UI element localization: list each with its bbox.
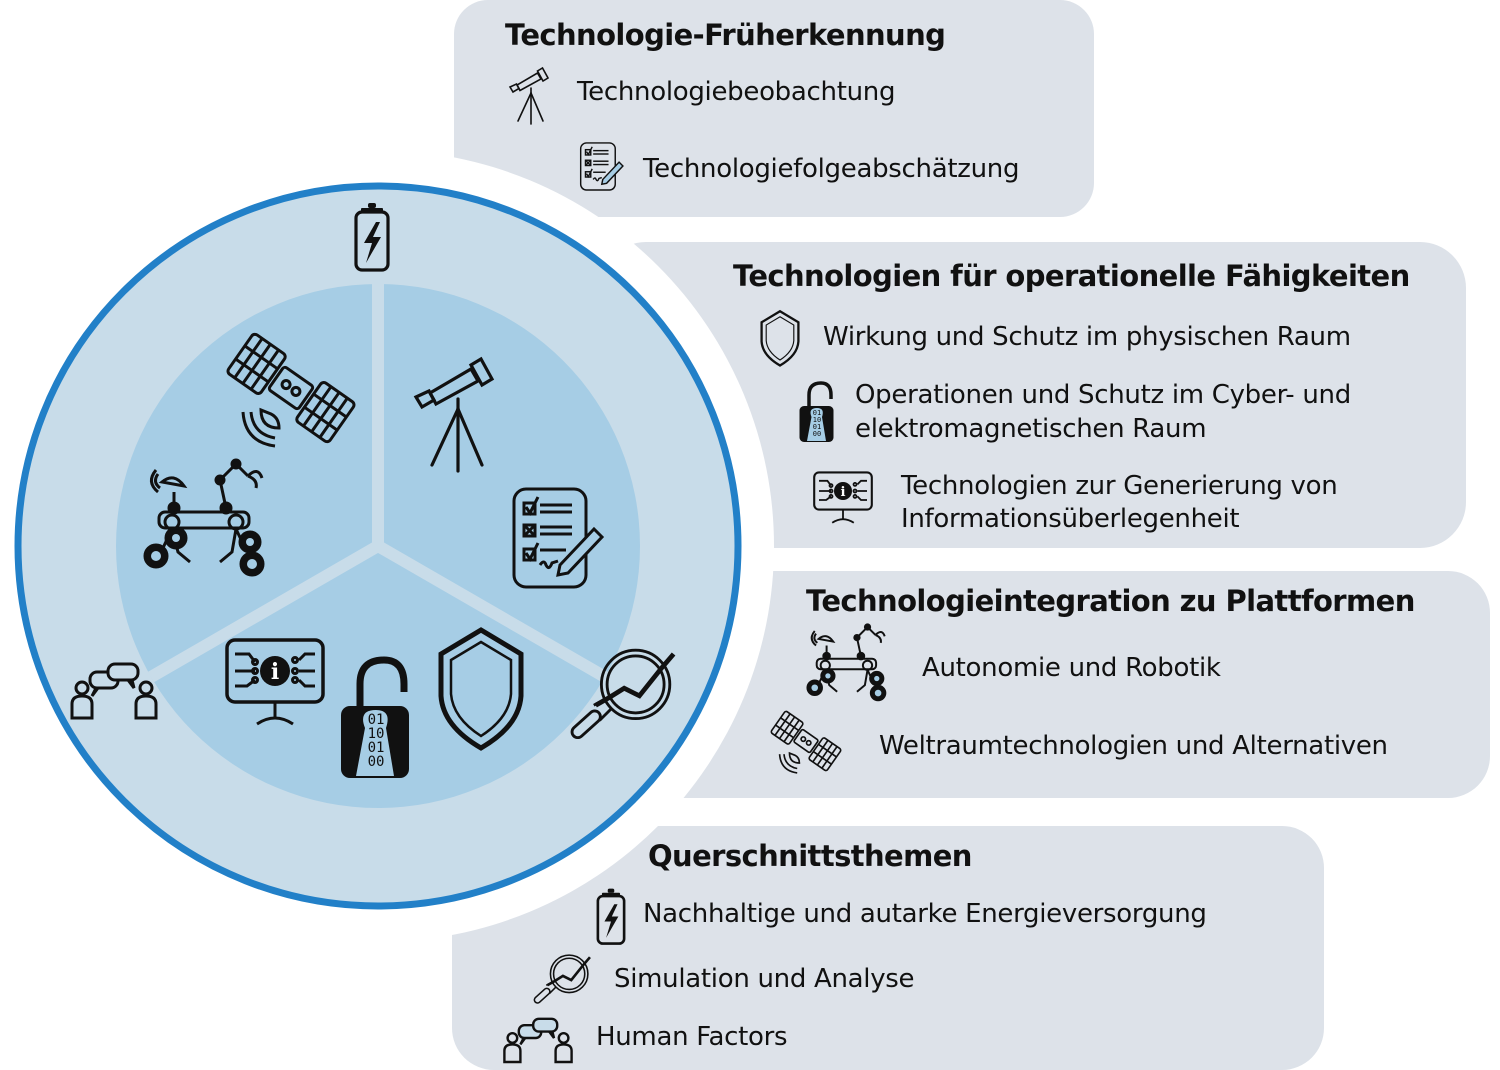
list-item: Technologiefolgeabschätzung [643,154,1020,184]
shield-icon [755,308,805,366]
panel-title: Technologie-Früherkennung [505,18,946,52]
wheel-battery-icon [346,190,398,282]
panel-title: Technologieintegration zu Plattformen [806,584,1415,618]
list-item: Weltraumtechnologien und Alternativen [879,731,1388,761]
wheel-binary-lock-icon [338,660,412,780]
list-item: Autonomie und Robotik [922,653,1221,683]
info-monitor-icon [812,470,874,530]
list-item: Technologiebeobachtung [577,77,896,107]
checklist-icon [576,140,630,192]
list-item-continuation: Informationsüberlegenheit [901,504,1240,534]
wheel-satellite-icon [235,330,350,445]
wheel-magnifier-chart-icon [578,650,682,740]
rover-icon [808,632,896,704]
people-chat-icon [500,1018,576,1058]
satellite-icon [766,712,846,782]
binary-lock-icon [796,380,836,442]
list-item: Wirkung und Schutz im physischen Raum [823,322,1351,352]
list-item: Operationen und Schutz im Cyber- und [855,380,1351,410]
list-item: Technologien zur Generierung von [901,471,1338,501]
telescope-icon [508,58,556,124]
panel-title: Technologien für operationelle Fähigkeit… [733,259,1410,293]
list-item: Nachhaltige und autarke Energieversorgun… [643,899,1207,929]
wheel-info-monitor-icon [225,635,325,727]
list-item: Simulation und Analyse [614,964,915,994]
magnifier-chart-icon [536,955,592,1005]
panel-title: Querschnittsthemen [648,839,972,873]
panel-bg-4 [452,826,1324,1070]
wheel-rover-icon [148,460,278,575]
wheel-telescope-icon [405,335,520,480]
list-item-continuation: elektromagnetischen Raum [855,414,1207,444]
wheel-shield-icon [438,628,524,744]
panel-bg-2 [600,242,1466,548]
wheel-checklist-icon [510,485,610,590]
panel-bg-1 [454,0,1094,217]
wheel-people-chat-icon [72,665,156,715]
battery-icon [596,878,626,940]
list-item: Human Factors [596,1022,788,1052]
panel-bg-3 [640,571,1490,798]
